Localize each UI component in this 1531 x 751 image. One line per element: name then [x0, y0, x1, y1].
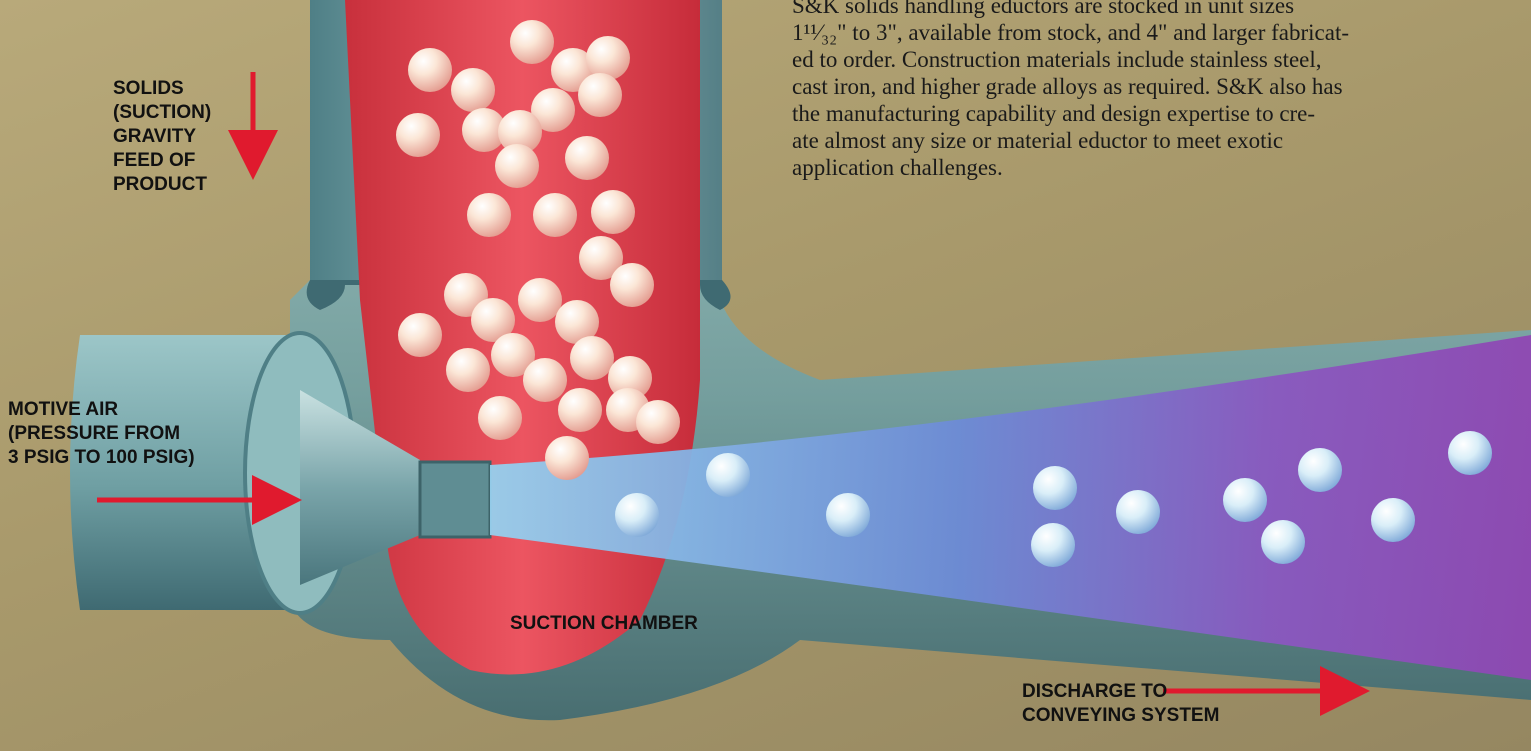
particle	[578, 73, 622, 117]
particle	[545, 436, 589, 480]
particle	[1116, 490, 1160, 534]
particle	[1298, 448, 1342, 492]
particle	[446, 348, 490, 392]
particle	[1031, 523, 1075, 567]
particle	[565, 136, 609, 180]
particle	[615, 493, 659, 537]
particle	[451, 68, 495, 112]
particle	[1223, 478, 1267, 522]
particle	[1371, 498, 1415, 542]
particle	[523, 358, 567, 402]
particle	[478, 396, 522, 440]
particle	[706, 453, 750, 497]
product-description: S&K solids handling eductors are stocked…	[792, 0, 1522, 181]
particle	[586, 36, 630, 80]
particle	[396, 113, 440, 157]
particle	[518, 278, 562, 322]
particle	[533, 193, 577, 237]
particle	[570, 336, 614, 380]
solids-feed-label: SOLIDS (SUCTION) GRAVITY FEED OF PRODUCT	[113, 77, 211, 197]
particle	[636, 400, 680, 444]
discharge-label: DISCHARGE TO CONVEYING SYSTEM	[1022, 680, 1219, 728]
particle	[1448, 431, 1492, 475]
motive-air-label: MOTIVE AIR (PRESSURE FROM 3 PSIG TO 100 …	[8, 398, 195, 470]
particle	[495, 144, 539, 188]
particle	[826, 493, 870, 537]
particle	[610, 263, 654, 307]
particle	[398, 313, 442, 357]
particle	[591, 190, 635, 234]
particle	[510, 20, 554, 64]
particle	[1033, 466, 1077, 510]
particle	[1261, 520, 1305, 564]
particle	[408, 48, 452, 92]
suction-chamber-label: SUCTION CHAMBER	[510, 612, 698, 636]
particle	[467, 193, 511, 237]
particle	[558, 388, 602, 432]
nozzle-tip	[420, 462, 490, 537]
